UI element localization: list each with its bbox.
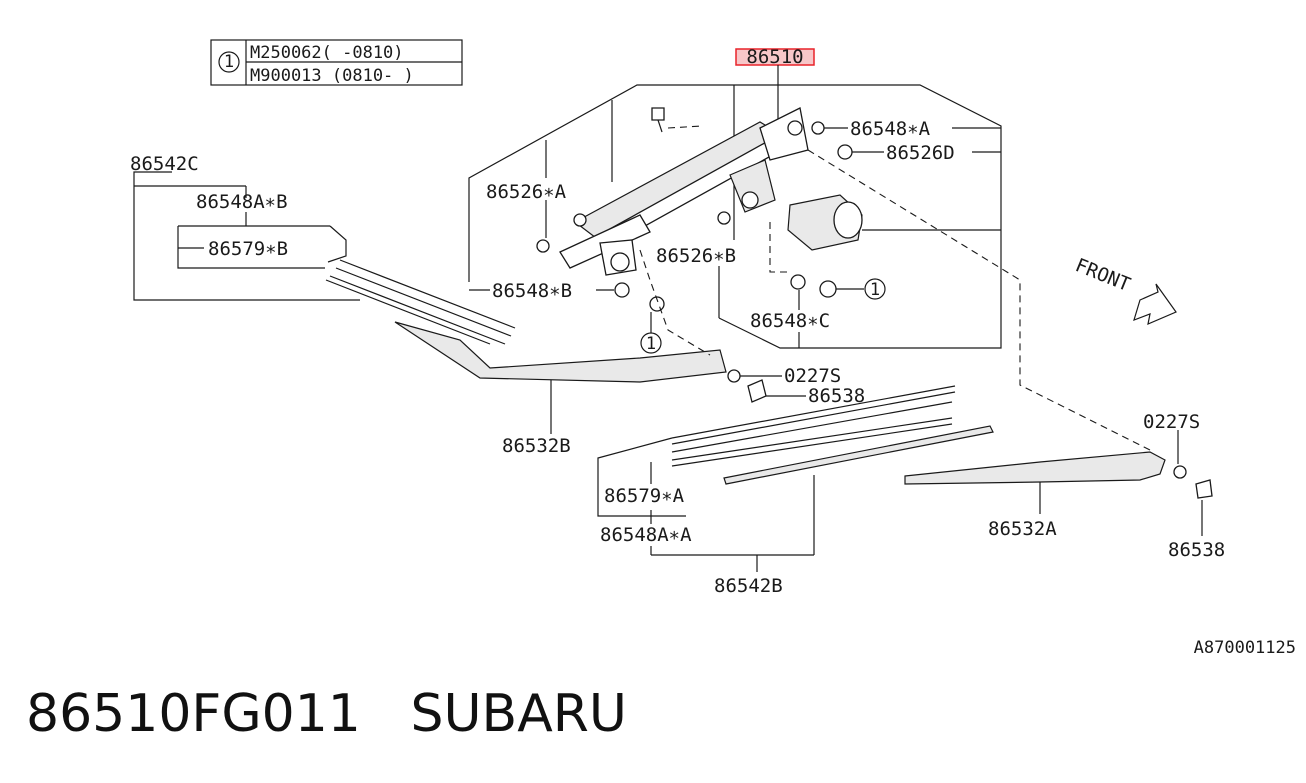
callout-86538-right[interactable]: 86538: [1168, 539, 1225, 561]
callout-86548-b[interactable]: 86548∗B: [492, 280, 572, 302]
left-wiper-blade: [325, 259, 516, 345]
left-wiper-arm: [394, 321, 727, 383]
note-row-1: M250062( -0810): [250, 43, 404, 63]
highlight-box: [735, 48, 815, 66]
marker-label-1a: 1: [870, 280, 880, 300]
callout-0227s-right[interactable]: 0227S: [1143, 411, 1200, 433]
front-arrow-icon: [1133, 283, 1177, 326]
callout-86526-b[interactable]: 86526∗B: [656, 245, 736, 267]
front-label: FRONT: [1072, 254, 1133, 296]
callout-86548a-b[interactable]: 86548A∗B: [196, 191, 288, 213]
note-table: 1 M250062( -0810) M900013 (0810- ): [210, 39, 463, 86]
highlight-label: 86510: [746, 46, 803, 68]
right-wiper-blade: [671, 385, 994, 485]
callout-86579-b[interactable]: 86579∗B: [208, 238, 288, 260]
callout-86579-a[interactable]: 86579∗A: [604, 485, 685, 507]
wiper-linkage: [559, 107, 1001, 276]
callout-86532b[interactable]: 86532B: [502, 435, 571, 457]
marker-label-1b: 1: [646, 334, 656, 354]
part-caption: 86510FG011 SUBARU: [26, 684, 627, 744]
marker-circle-1b: [640, 332, 662, 354]
callout-86548-c[interactable]: 86548∗C: [750, 310, 830, 332]
note-marker-circle: [218, 51, 240, 73]
callout-labels: 86548∗A 86526D 86542C 86548A∗B 86579∗B 8…: [130, 118, 1225, 597]
callout-86542b[interactable]: 86542B: [714, 575, 783, 597]
highlight-86510[interactable]: 86510: [735, 46, 815, 122]
leader-lines: [133, 127, 1203, 572]
callout-86532a[interactable]: 86532A: [988, 518, 1057, 540]
marker-circle-1a: [864, 278, 886, 300]
reference-code: A870001125: [1194, 638, 1296, 658]
callout-86538-left[interactable]: 86538: [808, 385, 865, 407]
front-indicator: FRONT: [1072, 254, 1177, 326]
callout-0227s-left[interactable]: 0227S: [784, 365, 841, 387]
callout-86526d[interactable]: 86526D: [886, 142, 955, 164]
callout-86548a-a[interactable]: 86548A∗A: [600, 524, 692, 546]
callout-86548-a[interactable]: 86548∗A: [850, 118, 931, 140]
note-marker: 1: [224, 52, 234, 72]
circle-markers: 1 1: [640, 278, 886, 354]
note-row-2: M900013 (0810- ): [250, 66, 414, 86]
right-wiper-arm: [904, 451, 1166, 485]
fasteners: [536, 107, 1213, 499]
callout-86526-a[interactable]: 86526∗A: [486, 181, 567, 203]
dashed-guides: [639, 125, 1151, 451]
callout-86542c[interactable]: 86542C: [130, 153, 199, 175]
